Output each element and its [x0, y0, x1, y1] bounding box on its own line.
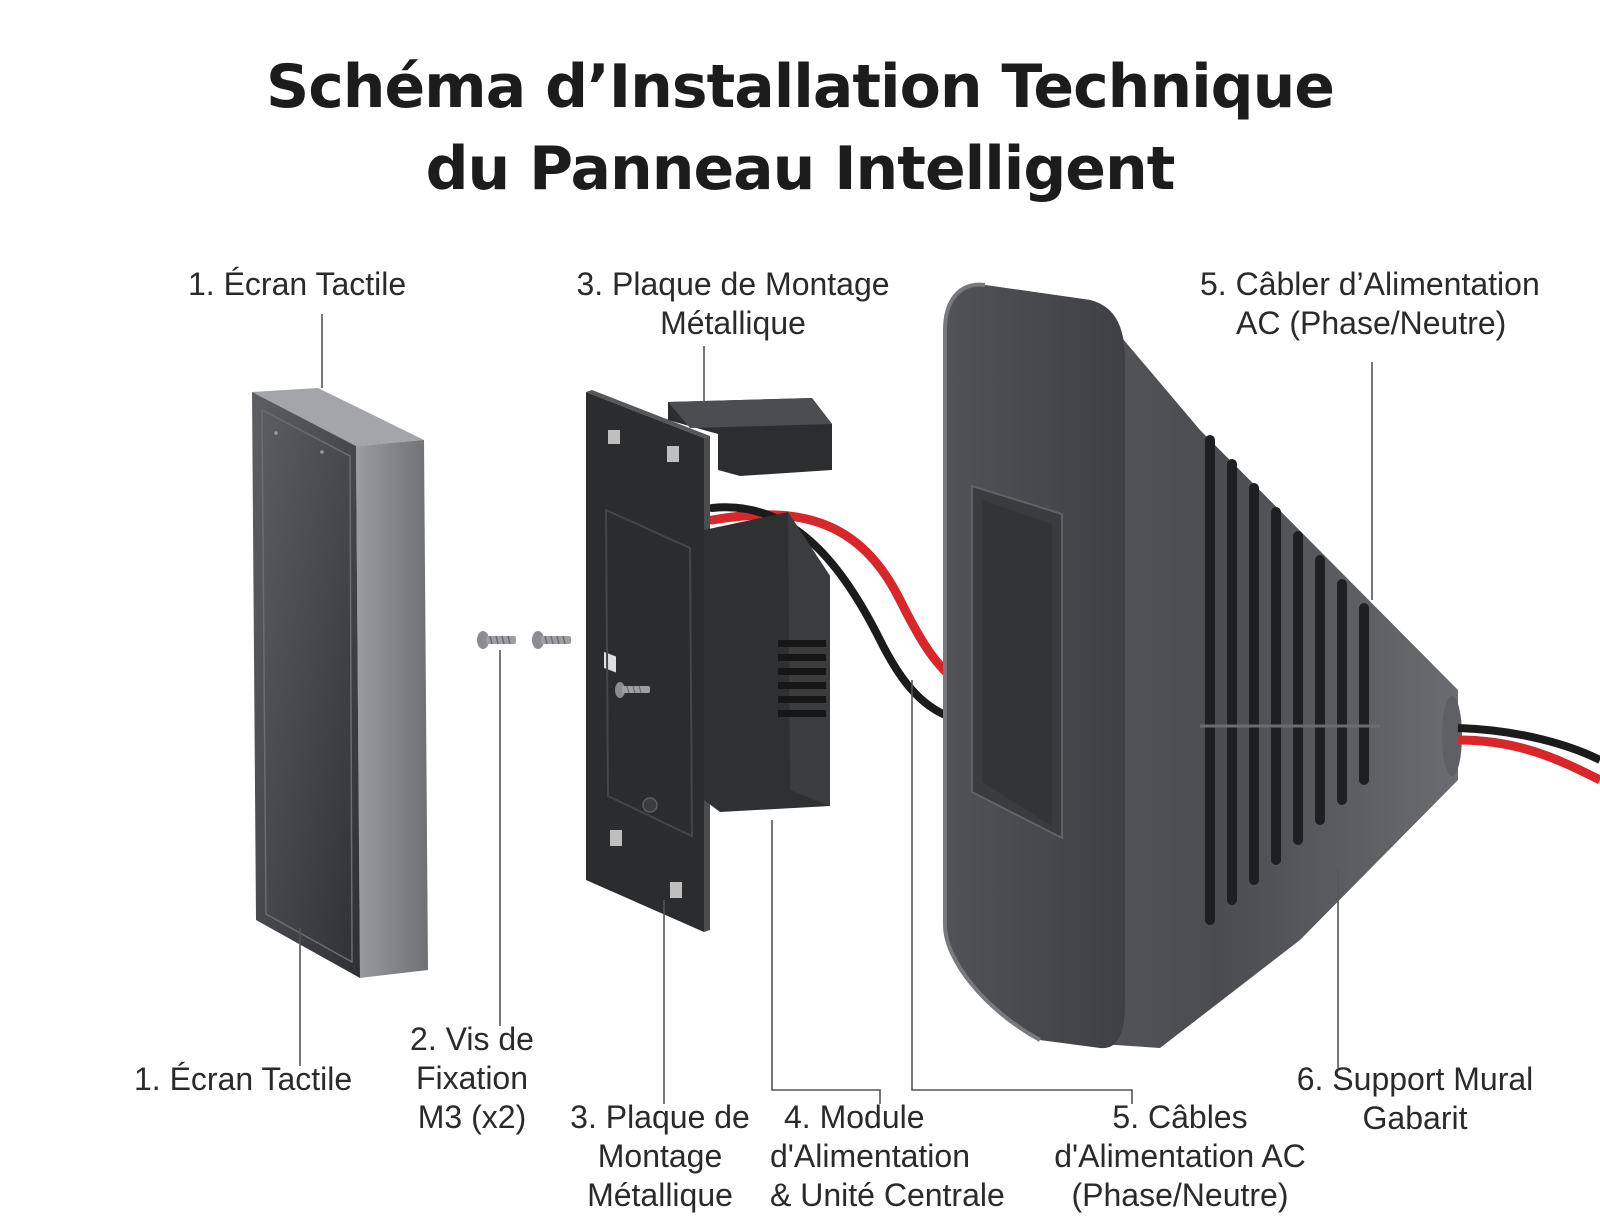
diagram-title-line-2: du Panneau Intelligent — [425, 134, 1176, 204]
label-mounting-plate-top: 3. Plaque de Montage Métallique — [548, 265, 918, 343]
label-ac-cable-top-line-2: AC (Phase/Neutre) — [1236, 305, 1507, 341]
label-power-module-line-1: 4. Module — [784, 1099, 925, 1135]
label-power-module-line-2: d'Alimentation — [770, 1138, 970, 1174]
power-module-part — [668, 398, 832, 812]
label-wall-support-line-1: 6. Support Mural — [1296, 1061, 1534, 1097]
leader-module — [771, 820, 881, 1104]
label-ac-cable-top-line-1: 5. Câbler d’Alimentation — [1200, 266, 1540, 302]
label-touch-screen-top: 1. Écran Tactile — [188, 266, 407, 302]
leader-lines — [299, 314, 1373, 1104]
screw-1 — [477, 631, 516, 649]
label-mounting-plate-top-line-2: Métallique — [660, 305, 806, 341]
label-mounting-plate-top-line-1: 3. Plaque de Montage — [576, 266, 890, 302]
label-m3-screws-line-1: 2. Vis de — [410, 1021, 534, 1057]
metal-mounting-plate-part — [586, 390, 710, 932]
touch-screen-part — [252, 388, 428, 978]
label-ac-cables-bottom-line-1: 5. Câbles — [1112, 1099, 1248, 1135]
label-mounting-plate-bottom-line-2: Montage — [597, 1138, 723, 1174]
label-m3-screws-line-2: Fixation — [415, 1060, 529, 1096]
label-wall-support: 6. Support Mural Gabarit — [1270, 1060, 1560, 1138]
wall-support-template-part — [943, 282, 1600, 1049]
label-ac-cables-bottom: 5. Câbles d'Alimentation AC (Phase/Neutr… — [1030, 1098, 1330, 1215]
label-m3-screws-line-3: M3 (x2) — [417, 1099, 527, 1135]
label-touch-screen-bottom: 1. Écran Tactile — [134, 1061, 353, 1097]
label-ac-cable-top: 5. Câbler d’Alimentation AC (Phase/Neutr… — [1200, 265, 1600, 343]
label-ac-cables-bottom-line-2: d'Alimentation AC — [1054, 1138, 1306, 1174]
label-power-module: 4. Module d'Alimentation & Unité Central… — [770, 1098, 1040, 1215]
support-vents — [1205, 435, 1369, 925]
label-wall-support-line-2: Gabarit — [1362, 1100, 1468, 1136]
diagram-title-line-1: Schéma d’Installation Technique — [265, 52, 1335, 122]
leader-cables-bottom — [911, 680, 1133, 1104]
label-m3-screws: 2. Vis de Fixation M3 (x2) — [392, 1020, 552, 1137]
label-power-module-line-3: & Unité Centrale — [770, 1177, 1005, 1213]
m3-screws-part — [477, 631, 571, 649]
label-mounting-plate-bottom: 3. Plaque de Montage Métallique — [550, 1098, 770, 1215]
label-mounting-plate-bottom-line-1: 3. Plaque de — [570, 1099, 750, 1135]
label-ac-cables-bottom-line-3: (Phase/Neutre) — [1071, 1177, 1289, 1213]
screw-2 — [532, 631, 571, 649]
label-mounting-plate-bottom-line-3: Métallique — [587, 1177, 733, 1213]
